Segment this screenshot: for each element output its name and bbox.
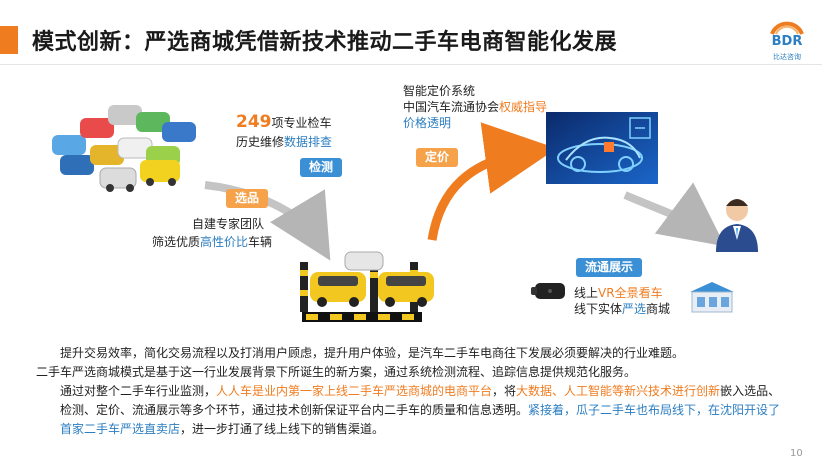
inspect-badge: 检测 — [300, 158, 343, 177]
pricing-line2-highlight: 权威指导 — [499, 100, 548, 114]
inspect-line1: 249项专业检车 — [236, 114, 332, 131]
title-accent-bar — [0, 26, 18, 54]
p3-text-c: ，将 — [492, 384, 517, 398]
display-line1: 线上VR全景看车 — [574, 285, 663, 301]
car-lot-illustration — [52, 105, 196, 192]
inspect-line2-highlight: 数据排查 — [284, 135, 333, 149]
logo-subtitle: 比达咨询 — [773, 53, 801, 61]
inspect-line1-text: 项专业检车 — [271, 116, 332, 130]
display-line1-prefix: 线上 — [574, 286, 599, 300]
body-paragraph-2: 二手车严选商城模式是基于这一行业发展背景下所诞生的新方案，通过系统检测流程、追踪… — [36, 365, 637, 379]
pricing-arrow — [427, 122, 557, 241]
pricing-badge: 定价 — [416, 148, 459, 167]
p3-highlight-tech: 大数据、人工智能等新兴技术进行创新 — [516, 384, 721, 398]
display-line2: 线下实体严选商城 — [574, 301, 670, 317]
body-paragraph-1: 提升交易效率，简化交易流程以及打消用户顾虑，提升用户体验，是汽车二手车电商往下发… — [60, 346, 685, 360]
logo-text: BDR — [771, 34, 803, 49]
pricing-line2-prefix: 中国汽车流通协会 — [403, 100, 500, 114]
display-badge: 流通展示 — [576, 258, 643, 277]
logo-icon — [770, 21, 804, 35]
select-arrow — [204, 181, 331, 261]
store-icon — [690, 282, 734, 313]
inspect-line2: 历史维修数据排查 — [236, 134, 332, 150]
select-line2-highlight: 高性价比 — [200, 235, 249, 249]
p3-text-g: ，进一步打通了线上线下的销售渠道。 — [180, 422, 385, 436]
display-line2-prefix: 线下实体 — [574, 302, 623, 316]
p3-text-a: 通过对整个二手车行业监测， — [60, 384, 217, 398]
inspect-count: 249 — [236, 112, 272, 132]
inspect-line2-prefix: 历史维修 — [236, 135, 285, 149]
smart-pricing-tech-image — [546, 112, 658, 184]
vr-goggles-icon — [531, 283, 565, 299]
p3-highlight-guazi: 紧接着，瓜子二手车也布局线下，在沈阳开设了首家二手车严选直卖店 — [60, 403, 781, 436]
select-badge: 选品 — [226, 189, 269, 208]
select-line1: 自建专家团队 — [192, 217, 265, 231]
body-paragraph-3: 通过对整个二手车行业监测，人人车是业内第一家上线二手车严选商城的电商平台，将大数… — [36, 382, 792, 439]
page-title: 模式创新：严选商城凭借新技术推动二手车电商智能化发展 — [32, 30, 618, 55]
display-line2-highlight: 严选 — [622, 302, 647, 316]
select-line2-prefix: 筛选优质 — [152, 235, 201, 249]
pricing-line3: 价格透明 — [403, 116, 452, 130]
pricing-line1: 智能定价系统 — [403, 84, 476, 98]
header-divider — [0, 64, 822, 65]
select-line2-suffix: 车辆 — [248, 235, 273, 249]
display-arrow — [623, 182, 726, 247]
select-line2: 筛选优质高性价比车辆 — [152, 234, 272, 250]
user-icon — [716, 199, 758, 252]
bdr-logo: BDR 比达咨询 — [762, 14, 812, 66]
p3-highlight-renrenche: 人人车是业内第一家上线二手车严选商城的电商平台 — [216, 384, 493, 398]
inspection-cars-illustration — [300, 251, 434, 322]
display-line1-highlight: VR全景看车 — [598, 286, 663, 300]
pricing-line2: 中国汽车流通协会权威指导 — [403, 99, 547, 115]
display-line2-suffix: 商城 — [646, 302, 671, 316]
p3-text-e: 嵌入选品、检测、定价、流通展示等多个环节，通过技术创新保证平台内二手车的质量和信… — [60, 384, 781, 417]
page-number: 10 — [790, 448, 803, 459]
